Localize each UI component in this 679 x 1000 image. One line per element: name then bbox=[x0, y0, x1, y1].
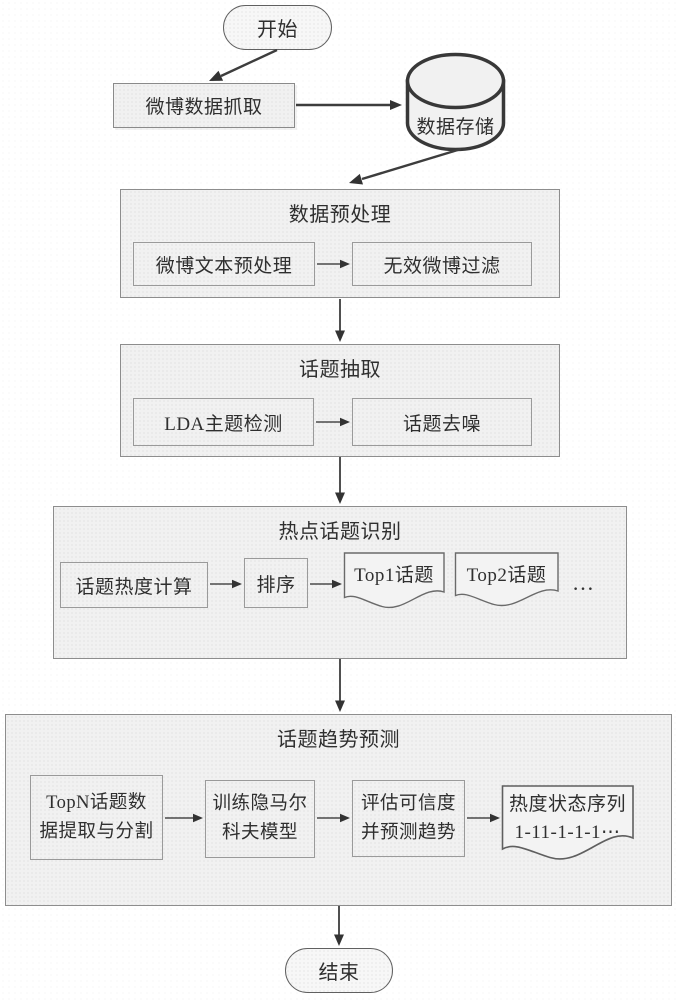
top2-doc-label: Top2话题 bbox=[466, 565, 547, 586]
arrowhead-start-to-crawl bbox=[209, 70, 224, 81]
preprocess-stage-title: 数据预处理 bbox=[288, 204, 392, 226]
heat-calc-step: 话题热度计算 bbox=[60, 562, 208, 608]
invalid-filter-label: 无效微博过滤 bbox=[383, 255, 501, 277]
topn-extract-line1: TopN话题数 bbox=[46, 792, 147, 813]
start-label: 开始 bbox=[257, 19, 298, 41]
arrowhead-preprocess-to-extract bbox=[335, 330, 345, 342]
state-sequence-line2: 1-11-1-1-1⋯ bbox=[514, 821, 621, 843]
evaluate-predict-line1: 评估可信度 bbox=[360, 793, 456, 814]
arrowhead-trend-to-end bbox=[334, 934, 344, 946]
topic-denoise-step: 话题去噪 bbox=[352, 398, 532, 446]
trend-predict-stage-title: 话题趋势预测 bbox=[277, 729, 400, 751]
end-terminator: 结束 bbox=[285, 948, 393, 993]
lda-detect-step: LDA主题检测 bbox=[133, 398, 314, 446]
topic-denoise-label: 话题去噪 bbox=[402, 413, 481, 435]
evaluate-predict-line2: 并预测趋势 bbox=[360, 822, 456, 843]
topn-extract-line2: 据提取与分割 bbox=[39, 821, 154, 842]
sort-label: 排序 bbox=[256, 574, 296, 596]
arrow-storage-to-preprocess bbox=[361, 147, 462, 181]
sort-step: 排序 bbox=[244, 558, 308, 608]
invalid-filter-step: 无效微博过滤 bbox=[352, 242, 532, 286]
topic-extract-stage-title: 话题抽取 bbox=[299, 359, 381, 381]
start-terminator: 开始 bbox=[223, 5, 332, 50]
end-label: 结束 bbox=[318, 962, 360, 984]
more-topics-ellipsis: … bbox=[572, 570, 594, 595]
text-preprocess-step: 微博文本预处理 bbox=[133, 242, 315, 286]
hot-topic-stage-title: 热点话题识别 bbox=[278, 521, 402, 543]
weibo-data-crawl-step: 微博数据抓取 bbox=[113, 83, 295, 128]
top1-doc-label: Top1话题 bbox=[354, 565, 434, 586]
state-sequence-line1: 热度状态序列 bbox=[508, 794, 626, 815]
arrowhead-storage-to-preprocess bbox=[349, 173, 363, 185]
topn-extract-step: TopN话题数 据提取与分割 bbox=[30, 775, 163, 860]
lda-detect-label: LDA主题检测 bbox=[164, 413, 283, 435]
evaluate-predict-step: 评估可信度 并预测趋势 bbox=[352, 780, 465, 857]
arrowhead-extract-to-hot bbox=[335, 492, 345, 504]
arrow-start-to-crawl bbox=[220, 48, 278, 78]
weibo-data-crawl-label: 微博数据抓取 bbox=[145, 97, 263, 118]
heat-calc-label: 话题热度计算 bbox=[75, 576, 193, 598]
text-preprocess-label: 微博文本预处理 bbox=[155, 255, 293, 277]
train-hmm-step: 训练隐马尔 科夫模型 bbox=[205, 780, 315, 858]
train-hmm-line1: 训练隐马尔 bbox=[212, 794, 308, 815]
arrowhead-crawl-to-storage bbox=[390, 100, 402, 110]
train-hmm-line2: 科夫模型 bbox=[221, 823, 298, 843]
state-sequence-doc-label: 热度状态序列 1-11-1-1-1⋯ bbox=[502, 791, 633, 846]
data-storage-label: 数据存储 bbox=[416, 117, 495, 138]
arrowhead-hot-to-trend bbox=[335, 700, 345, 712]
